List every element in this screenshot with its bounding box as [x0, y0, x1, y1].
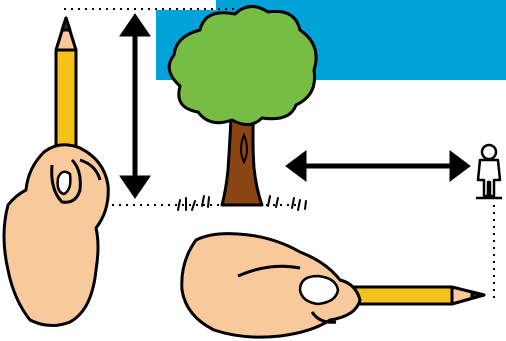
horizontal-double-arrow-icon [285, 150, 471, 182]
dotted-guide-lines [64, 8, 495, 298]
tree-icon [167, 5, 318, 207]
hand-holding-pencil-horizontal-icon [180, 232, 486, 339]
grass-tufts [177, 195, 307, 211]
hand-holding-pencil-vertical-icon [2, 16, 110, 327]
vertical-double-arrow-icon [119, 13, 151, 199]
person-figure-icon [476, 143, 502, 200]
